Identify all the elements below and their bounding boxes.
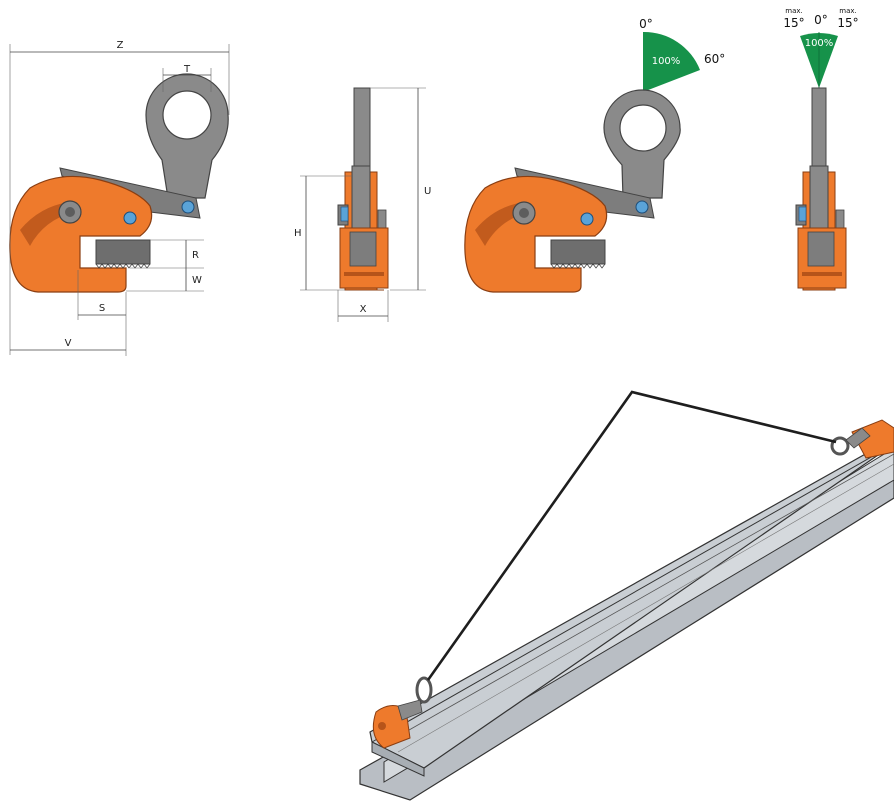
svg-text:V: V (65, 338, 72, 349)
svg-text:60°: 60° (704, 52, 725, 66)
svg-text:X: X (360, 304, 367, 315)
dim-u: U (370, 87, 431, 291)
dim-z: Z (9, 40, 230, 355)
angle-sector-60 (643, 31, 700, 92)
dim-t: T (162, 64, 212, 92)
dim-h: H (294, 175, 352, 291)
svg-text:S: S (99, 303, 105, 314)
svg-text:U: U (424, 186, 431, 197)
svg-text:R: R (192, 250, 199, 261)
svg-text:T: T (183, 64, 191, 75)
clamp-front-angle-view: 100% max. max. 15° 0° 15° (783, 7, 859, 291)
clamp-front-view: H U X (294, 87, 431, 322)
svg-text:100%: 100% (805, 38, 834, 49)
svg-text:100%: 100% (652, 56, 681, 67)
i-beam-lifting-illustration (359, 390, 894, 801)
lifting-sling (426, 390, 837, 681)
svg-text:W: W (192, 275, 202, 286)
clamp-side-angle-view: 100% 0° 60° (464, 17, 725, 293)
svg-text:max.: max. (839, 7, 856, 15)
svg-text:15°: 15° (837, 16, 858, 30)
dim-s: S (77, 270, 127, 356)
svg-text:Z: Z (117, 40, 124, 51)
clamp-right-end (830, 419, 894, 459)
dim-w: W (126, 268, 204, 292)
svg-text:H: H (294, 228, 302, 239)
lock-pin (123, 211, 137, 225)
clamp-left-end (372, 676, 433, 749)
svg-text:15°: 15° (783, 16, 804, 30)
serrated-jaw (95, 239, 151, 265)
dim-v: V (10, 338, 126, 351)
svg-text:0°: 0° (814, 13, 828, 27)
lifting-eye (145, 73, 229, 199)
clamp-side-view: Z T R W S V (9, 40, 230, 356)
svg-text:0°: 0° (639, 17, 653, 31)
svg-text:max.: max. (785, 7, 802, 15)
dim-r: R (130, 239, 204, 269)
dim-x: X (337, 290, 389, 322)
eye-pin (181, 200, 195, 214)
